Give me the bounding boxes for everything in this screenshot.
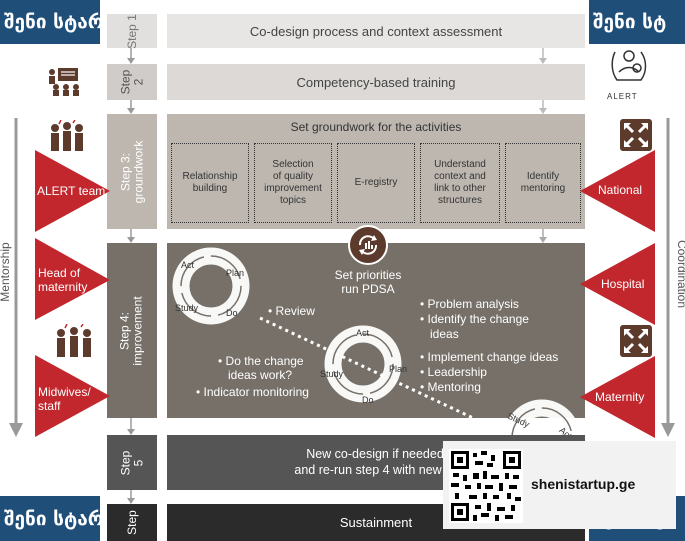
pdsa-wheel-1 bbox=[172, 247, 250, 325]
step6-title: Sustainment bbox=[339, 515, 413, 530]
step5-tab-line2: 5 bbox=[131, 459, 145, 466]
wheel1-plan: Plan bbox=[226, 268, 245, 278]
step5-tab-line1: Step bbox=[118, 450, 132, 475]
wheel2-do: Do bbox=[362, 395, 374, 405]
step1-tab: Step 1 bbox=[107, 14, 157, 48]
step4-review: • Review bbox=[268, 304, 315, 318]
step1-title: Co-design process and context assessment bbox=[249, 23, 503, 39]
pdsa-icon bbox=[348, 225, 388, 265]
step4-tab: Step 4: improvement bbox=[107, 243, 157, 418]
right-triangle-national: National bbox=[598, 183, 643, 197]
watermark-banner-top-left: შენი სტარტაპი bbox=[0, 0, 100, 44]
wheel1-do: Do bbox=[226, 308, 238, 318]
wheel2-plan: Plan bbox=[389, 364, 408, 374]
step2-tab: Step 2 bbox=[107, 64, 157, 100]
right-triangle-hospital: Hospital bbox=[601, 277, 645, 291]
training-icon bbox=[49, 68, 79, 96]
site-watermark-text: shenistartup.ge bbox=[531, 476, 636, 492]
qr-code-icon bbox=[449, 449, 523, 523]
step6-tab: Step bbox=[107, 504, 157, 541]
step5-tab: Step 5 bbox=[107, 435, 157, 490]
step2-bar: Competency-based training bbox=[167, 64, 585, 100]
right-triangle-maternity: Maternity bbox=[595, 390, 645, 404]
step4-do-change: • Do the change ideas work? bbox=[218, 354, 304, 382]
left-triangle-alert-team: ALERT team bbox=[37, 184, 106, 198]
step4-right-list: • Problem analysis • Identify the change… bbox=[420, 297, 559, 394]
step3-subitem-eregistry: E-registry bbox=[337, 143, 415, 223]
wheel1-act: Act bbox=[181, 260, 195, 270]
national-expand-icon bbox=[620, 119, 652, 151]
right-triangles bbox=[580, 150, 655, 438]
step1-bar: Co-design process and context assessment bbox=[167, 14, 585, 48]
step6-tab-label: Step bbox=[124, 510, 139, 535]
wheel1-study: Study bbox=[175, 303, 199, 313]
step4-center-text: Set priorities run PDSA bbox=[334, 268, 402, 296]
staff-icon bbox=[57, 324, 91, 357]
step4-indicator: • Indicator monitoring bbox=[196, 385, 309, 399]
step3-tab: Step 3: groundwork bbox=[107, 114, 157, 229]
wheel2-act: Act bbox=[356, 328, 370, 338]
alert-logo-icon bbox=[611, 50, 647, 81]
maternity-expand-icon bbox=[620, 325, 652, 357]
step5-title: New co-design if needed and re-run step … bbox=[294, 447, 456, 477]
alert-logo-text: ALERT bbox=[607, 92, 638, 101]
step2-title: Competency-based training bbox=[296, 74, 456, 90]
step3-title: Set groundwork for the activities bbox=[290, 120, 462, 134]
watermark-banner-bottom-left: შენი სტარტაპი bbox=[0, 496, 100, 541]
wheel2-study: Study bbox=[320, 369, 344, 379]
team-icon bbox=[51, 120, 83, 151]
left-triangle-midwives: Midwives/staff bbox=[38, 385, 91, 413]
left-triangles bbox=[35, 150, 110, 437]
watermark-banner-top-right: შენი სტ bbox=[589, 0, 685, 44]
pdsa-wheel-2 bbox=[324, 325, 402, 403]
